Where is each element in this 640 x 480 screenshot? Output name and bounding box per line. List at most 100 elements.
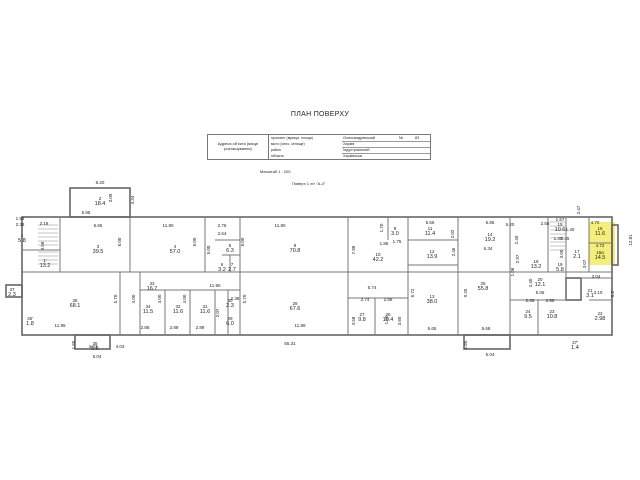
room-number: 12: [429, 249, 435, 254]
room-number: 32: [175, 304, 181, 309]
dimension-label: 12.81: [628, 234, 633, 246]
room-area: 11.4: [425, 231, 435, 237]
dimension-label: 1.06: [510, 267, 515, 276]
info-row-value: Харківська: [343, 154, 362, 158]
dimension-label: 5.74: [368, 285, 377, 290]
room-area: 16.7: [147, 286, 158, 292]
info-row-value: Харків: [343, 142, 355, 146]
dimension-label: 2.47: [576, 205, 581, 214]
dimension-label: 3.07: [582, 259, 587, 268]
dimension-label: 2.02: [450, 229, 455, 238]
room-number: 28: [292, 301, 298, 306]
dimension-label: 2.65: [526, 298, 535, 303]
room-number: 27: [359, 312, 365, 317]
dimension-label: 4.72: [596, 243, 605, 248]
room-area: 11.5: [143, 309, 153, 315]
dimension-label: 2.18: [40, 221, 49, 226]
divider: [342, 141, 430, 142]
dimension-label: 5.66: [426, 220, 435, 225]
room-area: 38.0: [427, 299, 438, 305]
room-area: 2.1: [573, 254, 581, 260]
room-number: 25: [480, 281, 486, 286]
room-number: 36: [72, 298, 78, 303]
dimension-label: 11.80: [275, 223, 286, 228]
room-labels: 218.4339.5457.056.363.272.7870.893.01042…: [8, 196, 605, 352]
room-area: 10.8: [547, 314, 558, 320]
dimension-label: 3.58: [351, 316, 356, 325]
room-number: 3: [97, 244, 100, 249]
info-row-extra-value: 83: [415, 136, 420, 140]
dimension-label: 6.65: [94, 223, 103, 228]
dimension-label: 1.40: [566, 227, 575, 232]
divider: [342, 153, 430, 154]
dimension-label: 6.20: [96, 180, 105, 185]
dimension-label: 2.88: [141, 325, 150, 330]
room-number: 36': [27, 316, 33, 321]
dimension-label: 1.65: [463, 340, 468, 349]
room-number: 30: [227, 298, 233, 303]
room-area: 70.8: [290, 248, 301, 254]
dimension-label: 5.70: [113, 294, 118, 303]
room-number: 10: [375, 252, 381, 257]
room-number: 17: [574, 249, 580, 254]
room-area: 10.4: [383, 317, 394, 323]
dimension-label: 6.00: [117, 237, 122, 246]
room-number: 8: [294, 243, 297, 248]
info-row-value: Індустріальний: [343, 148, 370, 152]
room-area: 1.4: [571, 345, 579, 351]
dimension-label: 4.00: [157, 294, 162, 303]
room-area: 13.9: [427, 254, 438, 260]
room-number: 1: [21, 233, 24, 238]
room-area: 18.4: [95, 201, 106, 207]
dimension-label: 3.04: [592, 274, 601, 279]
dimension-label: 2.64: [218, 231, 227, 236]
info-row-key: район: [271, 148, 281, 152]
dimension-label: 11.86: [295, 323, 306, 328]
address-label: Адреса об'єкта (місце розташування): [208, 135, 269, 159]
info-row-key: місто (село, селище): [271, 142, 305, 146]
side-annex-wall: [5, 284, 23, 298]
dimension-label: 4.00: [182, 294, 187, 303]
dimension-label: 9.25: [463, 288, 468, 297]
info-row-value: Олександрівський: [343, 136, 375, 140]
dimension-label: 4.70: [591, 220, 600, 225]
dimension-label: 1.65: [71, 340, 76, 349]
outer-wall: [21, 216, 613, 336]
room-area: 2.7: [228, 267, 236, 273]
room-area: 2.98: [595, 316, 606, 322]
room-number: 2: [99, 196, 102, 201]
room-area: 57.0: [170, 249, 181, 255]
room-number: 15: [557, 222, 563, 227]
dimension-label: 3.60: [397, 316, 402, 325]
room-number: 14: [487, 232, 493, 237]
room-number: 19: [557, 262, 563, 267]
room-number: 35: [92, 341, 98, 346]
dimension-label: 6.72: [410, 288, 415, 297]
room-area: 11.6: [200, 309, 210, 315]
dimension-label: 11.95: [55, 323, 66, 328]
dimension-label: 7.88: [351, 245, 356, 254]
room-number: 37': [572, 340, 578, 345]
room-area: 5.8: [556, 267, 564, 273]
dimension-label: 1.70: [379, 223, 384, 232]
room-area: 68.1: [70, 303, 81, 309]
room-number: 13: [429, 294, 435, 299]
dimension-label: 2.74: [361, 297, 370, 302]
dimension-label: 5.95: [82, 210, 91, 215]
dimension-label: 65.31: [284, 341, 296, 346]
dimension-label: 11.80: [163, 223, 174, 228]
dimension-label: 3.58: [40, 241, 45, 250]
dimension-label: 2.40: [528, 278, 533, 287]
dimension-label: 1.57: [556, 217, 565, 222]
bottom-annex-wall: [463, 334, 511, 350]
room-area: 9.8: [358, 317, 366, 323]
dimension-label: 3.09: [108, 193, 113, 202]
scale-label: Масштаб 1 : 200: [260, 169, 291, 174]
dimension-label: 5.06: [536, 290, 545, 295]
highlighted-room-16a: [589, 243, 615, 265]
dimension-label: 6.20: [506, 222, 515, 227]
dimension-label: 1.30: [554, 236, 563, 241]
room-area: 6.0: [226, 321, 234, 327]
